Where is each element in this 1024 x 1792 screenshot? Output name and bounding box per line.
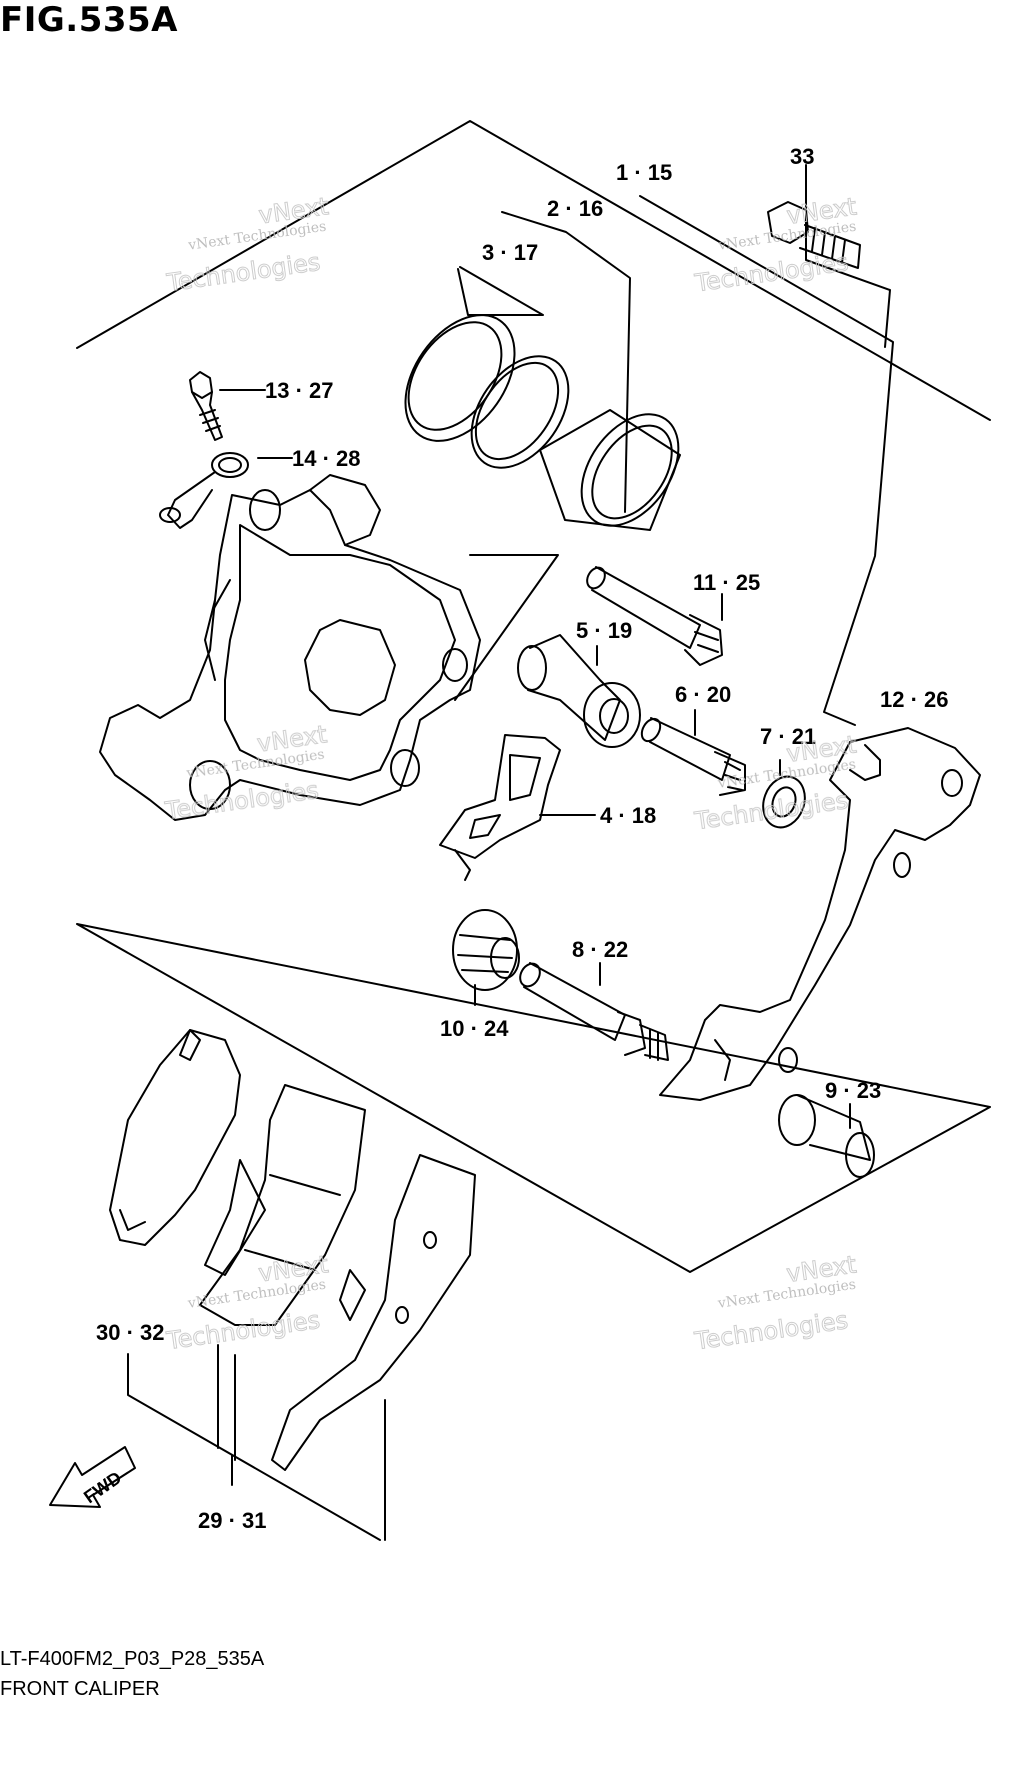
svg-text:Technologies: Technologies <box>163 776 321 825</box>
dust-seal <box>470 355 570 469</box>
brake-pad-left <box>109 1029 241 1246</box>
svg-text:Technologies: Technologies <box>164 248 322 297</box>
caliper-piston <box>539 409 681 531</box>
callout-8-22: 8 · 22 <box>572 937 628 962</box>
slide-pin-upper <box>586 566 723 666</box>
callout-13-27: 13 · 27 <box>265 378 334 403</box>
callout-33: 33 <box>790 144 814 169</box>
figure-name: FRONT CALIPER <box>0 1678 160 1700</box>
brake-pad-friction <box>199 1084 366 1326</box>
pin-sleeve <box>517 634 641 748</box>
leader-2 <box>501 211 631 513</box>
callout-2-16: 2 · 16 <box>547 196 603 221</box>
leader-pads <box>127 1344 386 1541</box>
bracket-bushing <box>778 1094 875 1178</box>
callout-30-32: 30 · 32 <box>96 1320 165 1345</box>
callout-6-20: 6 · 20 <box>675 682 731 707</box>
caliper-bracket <box>659 727 981 1101</box>
svg-text:Technologies: Technologies <box>164 1306 322 1355</box>
caliper-pin-bolt <box>519 962 669 1061</box>
assembly-frame <box>76 120 991 1273</box>
svg-text:Technologies: Technologies <box>692 1306 850 1355</box>
mounting-bolt <box>767 201 861 269</box>
callout-10-24: 10 · 24 <box>440 1016 509 1041</box>
callout-1-15: 1 · 15 <box>616 160 672 185</box>
svg-text:Technologies: Technologies <box>692 786 850 835</box>
bleeder-cap <box>159 452 249 529</box>
figure-code: LT-F400FM2_P03_P28_535A <box>0 1648 265 1670</box>
callout-9-23: 9 · 23 <box>825 1078 881 1103</box>
leader-33 <box>805 164 891 348</box>
leader-caliper <box>454 554 559 701</box>
pad-spring <box>439 734 561 881</box>
leader-1 <box>639 195 894 726</box>
slide-pin-lower <box>640 717 746 796</box>
pad-shim <box>271 1154 476 1471</box>
callout-12-26: 12 · 26 <box>880 687 949 712</box>
pin-boot <box>452 909 520 991</box>
leader-3 <box>457 266 544 316</box>
callout-5-19: 5 · 19 <box>576 618 632 643</box>
callout-11-25: 11 · 25 <box>693 570 760 595</box>
figure-title: FIG.535A <box>0 0 178 40</box>
piston-seal <box>404 314 516 442</box>
bleeder-valve <box>189 371 223 441</box>
callout-7-21: 7 · 21 <box>760 724 816 749</box>
caliper-body <box>99 474 481 821</box>
callout-14-28: 14 · 28 <box>292 446 361 471</box>
callout-4-18: 4 · 18 <box>600 803 656 828</box>
callout-29-31: 29 · 31 <box>198 1508 267 1533</box>
forward-arrow-icon <box>49 1446 136 1508</box>
pin-washer <box>762 775 806 829</box>
callout-3-17: 3 · 17 <box>482 240 538 265</box>
svg-text:Technologies: Technologies <box>692 248 850 297</box>
